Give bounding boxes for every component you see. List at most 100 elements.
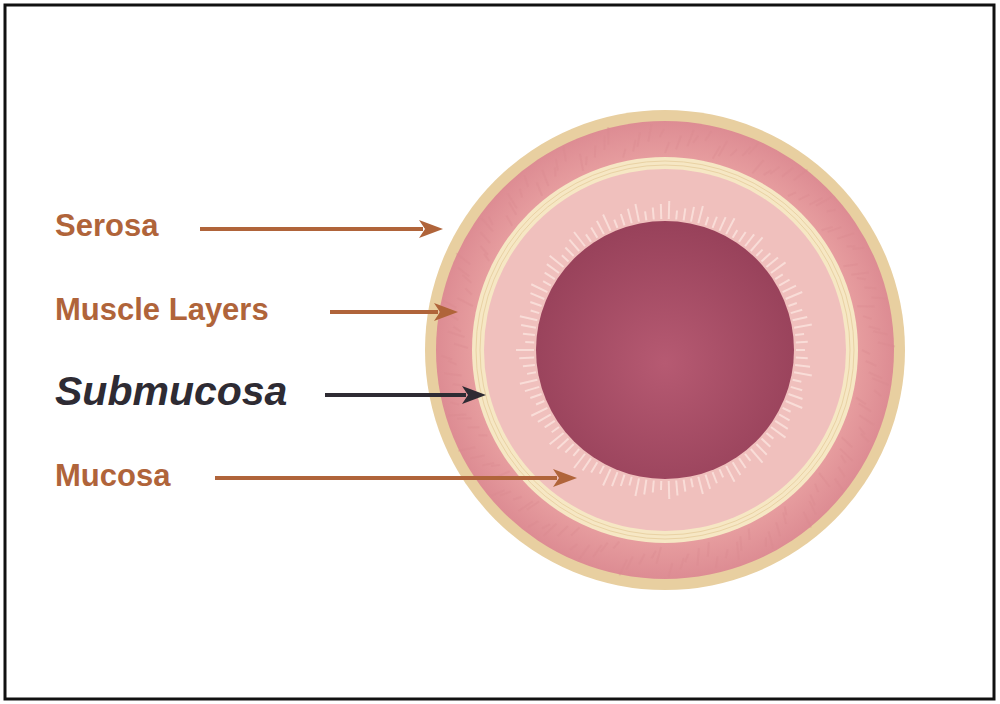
mucosa-fold: [794, 372, 812, 375]
mucosa-fold: [766, 258, 778, 267]
muscle-fiber: [705, 131, 711, 141]
mucosa-fold: [543, 281, 551, 285]
mucosa-fold: [794, 325, 812, 328]
muscle-fiber: [851, 272, 868, 274]
mucosa-fold: [675, 211, 678, 220]
mucosa-fold: [733, 230, 738, 238]
mucosa-fold: [775, 274, 783, 279]
mucosa-fold: [519, 356, 534, 359]
muscle-fiber: [491, 490, 504, 496]
mucosa-fold: [713, 217, 717, 228]
mucosa-fold: [698, 206, 703, 223]
muscle-fiber: [740, 536, 741, 551]
mucosa-fold: [684, 208, 686, 220]
muscle-fiber: [458, 447, 475, 451]
muscle-fiber: [542, 524, 550, 528]
mucosa-fold: [614, 220, 617, 228]
mucosa-fold: [733, 462, 741, 475]
muscle-fiber: [863, 316, 872, 319]
muscle-fiber: [843, 264, 857, 266]
muscle-fiber: [660, 129, 664, 137]
muscle-fiber: [603, 135, 605, 150]
part-label: Mucosa: [55, 459, 170, 493]
muscle-fiber: [838, 467, 845, 477]
mucosa-fold: [645, 211, 646, 220]
mucosa-fold: [621, 475, 625, 486]
muscle-fiber: [862, 350, 870, 354]
muscle-fiber: [869, 327, 880, 330]
mucosa-fold: [668, 481, 671, 499]
mucosa-fold: [530, 394, 541, 398]
arrow-head: [462, 386, 486, 404]
muscle-fiber: [837, 233, 854, 238]
muscle-fiber: [828, 227, 842, 232]
mucosa-fold: [788, 394, 802, 399]
muscle-fiber: [687, 130, 693, 146]
muscle-fiber: [470, 455, 484, 458]
muscle-fiber: [764, 170, 772, 175]
part-label: Submucosa: [55, 369, 287, 414]
mucosa-fold: [531, 293, 545, 299]
muscle-fiber: [856, 398, 866, 405]
muscle-fiber: [520, 189, 522, 198]
mucosa-fold: [788, 303, 796, 306]
submucosa-ring: [472, 157, 858, 543]
mucosa-fold: [597, 221, 604, 234]
mucosa-fold: [705, 217, 708, 226]
muscle-fiber: [788, 192, 796, 196]
mucosa-fold: [745, 454, 750, 461]
mucosa-fold: [612, 472, 617, 486]
muscle-fiber: [571, 527, 580, 535]
muscle-fiber: [799, 195, 809, 200]
muscle-fiber: [457, 298, 473, 306]
mucosa-fold: [520, 316, 538, 320]
mucosa-texture: [516, 201, 812, 499]
muscle-fiber: [619, 560, 627, 576]
muscle-fiber: [827, 210, 836, 212]
mucosa-fold: [751, 237, 763, 251]
mucosa-fold: [530, 302, 541, 306]
muscle-fiber: [878, 343, 895, 347]
muscle-fiber: [866, 361, 877, 366]
muscle-fiber: [453, 327, 461, 332]
mucosa-fold: [531, 311, 540, 314]
muscle-fiber: [479, 434, 488, 436]
muscle-fiber: [444, 373, 461, 375]
mucosa-fold: [793, 317, 808, 320]
muscle-fiber: [527, 502, 539, 510]
muscle-fiber: [462, 275, 471, 283]
mucosa-fold: [660, 204, 662, 219]
muscle-fiber: [776, 522, 780, 536]
mucosa-fold: [516, 349, 534, 351]
frame-border: [5, 5, 994, 699]
mucosa-fold: [574, 232, 585, 246]
muscle-fiber: [668, 563, 672, 577]
mucosa-fold: [550, 256, 564, 267]
mucosa-fold: [783, 408, 791, 412]
muscle-fiber: [785, 506, 787, 515]
mucosa-fold: [726, 466, 734, 482]
mucosa-fold: [550, 433, 564, 444]
muscle-ring: [436, 121, 894, 579]
muscle-fiber: [872, 378, 888, 385]
muscle-fiber: [680, 558, 683, 569]
mucosa-fold: [586, 234, 591, 241]
leader-arrow: [330, 310, 438, 314]
mucosa-fold: [557, 439, 568, 449]
muscle-fiber: [859, 403, 871, 411]
muscle-fiber: [554, 168, 557, 177]
muscle-fiber: [594, 146, 596, 158]
mucosa-fold: [786, 292, 803, 299]
mucosa-fold: [565, 444, 573, 453]
muscle-fiber: [585, 156, 588, 165]
muscle-fiber: [482, 463, 494, 465]
mucosa-fold: [684, 480, 686, 492]
muscle-fiber: [454, 344, 468, 348]
muscle-fiber: [859, 427, 865, 434]
mucosa-fold: [562, 255, 569, 261]
arrow-head: [434, 303, 458, 321]
mucosa-fold: [531, 284, 547, 292]
muscle-fiber: [765, 538, 767, 547]
muscle-fiber: [752, 160, 763, 173]
